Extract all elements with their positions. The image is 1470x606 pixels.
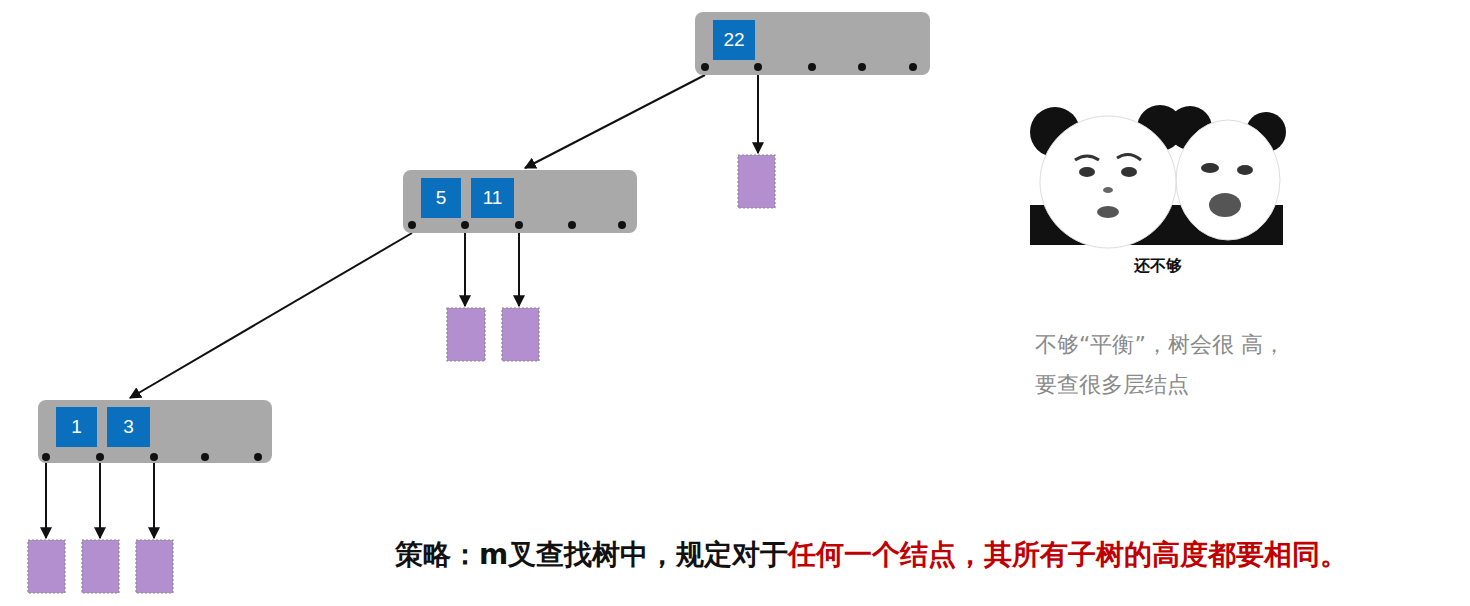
pointer-arrow: [757, 67, 759, 153]
pointer-dot: [515, 221, 523, 229]
tree-node: 22: [695, 12, 930, 75]
pointer-arrow: [464, 225, 466, 306]
leaf-blocks: [28, 155, 775, 593]
key-cell: 11: [471, 178, 514, 218]
leaf-block: [82, 540, 119, 593]
pointer-dot: [201, 453, 209, 461]
key-cell: 3: [107, 407, 150, 447]
key-value: 1: [71, 416, 82, 438]
leaf-block: [738, 155, 775, 208]
child-pointer: [525, 75, 705, 168]
key-value: 3: [123, 416, 134, 438]
meme-caption: 还不够: [1100, 256, 1215, 277]
tree-node: 5 11: [403, 170, 637, 233]
panda-eye: [1201, 163, 1219, 173]
pointer-dot: [42, 453, 50, 461]
pointer-dot: [408, 221, 416, 229]
leaf-block: [136, 540, 173, 593]
pointer-arrow: [518, 225, 520, 306]
pointer-dot: [909, 63, 917, 71]
key-cell: 1: [56, 407, 97, 447]
key-cell: 22: [713, 20, 755, 60]
pointer-arrow: [153, 457, 155, 538]
pointer-dot: [568, 221, 576, 229]
key-cell: 5: [421, 178, 461, 218]
panda-eye: [1121, 167, 1137, 177]
pointer-arrow: [45, 457, 47, 538]
pointer-dot: [858, 63, 866, 71]
pointer-arrow: [99, 457, 101, 538]
leaf-block: [447, 308, 485, 361]
leaf-block: [502, 308, 539, 361]
panda-brow: [1075, 156, 1099, 160]
pointer-dot: [150, 453, 158, 461]
panda-meme: [1030, 105, 1286, 248]
key-value: 22: [723, 29, 744, 51]
panda-hand: [1209, 193, 1241, 217]
panda-nose: [1103, 187, 1113, 193]
panda-mouth: [1097, 206, 1119, 218]
panda-face: [1040, 116, 1176, 248]
child-pointer: [130, 233, 412, 398]
leaf-block: [28, 540, 65, 593]
panda-brow: [1117, 154, 1141, 160]
pointer-dot: [96, 453, 104, 461]
panda-eye: [1079, 167, 1095, 177]
side-note: 不够“平衡”，树会很 高，要查很多层结点: [1035, 325, 1310, 405]
strategy-rule: 任何一个结点，其所有子树的高度都要相同。: [788, 538, 1348, 571]
pointer-dot: [808, 63, 816, 71]
panda-eye: [1237, 165, 1253, 175]
pointer-dot: [701, 63, 709, 71]
pointer-dot: [254, 453, 262, 461]
panda-face: [1176, 120, 1280, 240]
pointer-dot: [461, 221, 469, 229]
tree-node: 13: [38, 400, 272, 463]
strategy-lead: 策略：m叉查找树中，规定对于: [395, 538, 788, 571]
key-value: 11: [483, 187, 503, 209]
leaf-pointers: [46, 67, 758, 538]
pointer-dot: [754, 63, 762, 71]
strategy-line: 策略：m叉查找树中，规定对于任何一个结点，其所有子树的高度都要相同。: [395, 536, 1348, 574]
key-value: 5: [436, 187, 447, 209]
pointer-dot: [618, 221, 626, 229]
